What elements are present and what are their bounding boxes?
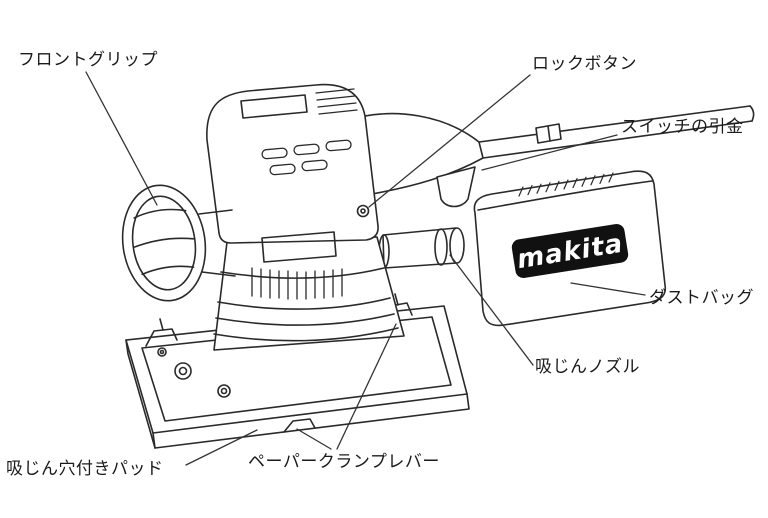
- dust-bag-part: makita: [473, 170, 667, 327]
- motor-housing: [206, 83, 379, 263]
- label-front-grip: フロントグリップ: [18, 50, 158, 70]
- paper-clamp-lever-left: [145, 318, 178, 347]
- switch-trigger-leader-line: [481, 134, 618, 171]
- face-vent-slots: [261, 139, 352, 176]
- leader-lines: [85, 71, 646, 466]
- front-grip-part: [121, 184, 236, 302]
- dust-nozzle-part: [378, 227, 465, 269]
- body-bellows: [213, 236, 405, 351]
- body-ribs: [251, 267, 343, 300]
- dust-bag-leader-line: [570, 282, 646, 296]
- label-switch-trigger: スイッチの引金: [621, 117, 744, 137]
- label-paper-clamp-lever: ペーパークランプレバー: [248, 452, 440, 472]
- label-lock-button: ロックボタン: [532, 54, 637, 74]
- top-cap-plate: [240, 94, 308, 119]
- label-dust-nozzle: 吸じんノズル: [535, 357, 640, 377]
- lock-button-leader-line: [368, 74, 531, 208]
- top-vent-slots: [315, 88, 358, 115]
- lock-button-part: [356, 204, 370, 218]
- switch-trigger-part: [436, 166, 476, 208]
- front-grip-leader-line: [85, 71, 158, 206]
- paper-clamp-leader-line-right: [336, 323, 397, 450]
- power-cord: [478, 105, 755, 159]
- name-plate: [261, 231, 337, 263]
- label-pad-with-dust-holes: 吸じん穴付きパッド: [6, 459, 164, 479]
- bag-seam-hatch: [518, 172, 614, 197]
- pad-dust-holes: [157, 347, 231, 398]
- paper-clamp-leader-line-left: [296, 428, 332, 450]
- dust-nozzle-leader-line: [449, 254, 534, 366]
- rear-handle: [347, 112, 484, 208]
- label-dust-bag: ダストバッグ: [649, 288, 754, 308]
- paper-clamp-lever-front: [283, 418, 316, 433]
- pad-leader-line: [185, 429, 258, 466]
